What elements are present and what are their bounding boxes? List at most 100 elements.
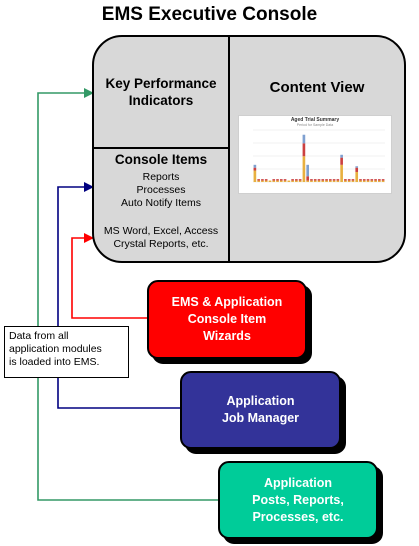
chart-bar xyxy=(261,179,264,181)
posts-line2: Posts, Reports, xyxy=(252,492,344,507)
chart-bar xyxy=(355,166,359,168)
chart-bar xyxy=(302,156,306,182)
chart-bar xyxy=(287,180,291,182)
console-divider-horizontal xyxy=(94,147,228,149)
chart-bar xyxy=(366,180,370,182)
chart-bar xyxy=(328,179,332,181)
chart-bar xyxy=(313,180,317,182)
red-arrowhead xyxy=(84,233,94,243)
chart-subtitle: Period for Sample Data xyxy=(296,123,334,127)
chart-bar xyxy=(257,179,260,181)
chart-bar xyxy=(332,180,336,182)
chart-bar xyxy=(253,170,257,182)
chart-bar xyxy=(362,180,366,182)
posts-line1: Application xyxy=(263,475,333,490)
navy-arrowhead xyxy=(84,182,94,192)
chart-bar xyxy=(378,180,381,182)
chart-bar xyxy=(310,180,313,182)
chart-bar xyxy=(291,180,294,182)
chart-bar xyxy=(359,179,362,181)
chart-bar xyxy=(283,180,287,182)
chart-bar xyxy=(378,179,381,181)
chart-bar xyxy=(268,180,272,182)
ems-console: Key Performance Indicators Console Items… xyxy=(92,35,406,263)
chart-bar xyxy=(374,179,377,181)
chart-bar xyxy=(310,179,313,181)
chart-bar xyxy=(325,179,328,181)
posts-line3: Processes, etc. xyxy=(252,509,344,524)
chart-bar xyxy=(374,180,377,182)
chart-bar xyxy=(291,179,294,181)
chart-bar xyxy=(295,180,298,182)
chart-bar xyxy=(362,179,366,181)
red-connector xyxy=(71,237,147,319)
chart-bar xyxy=(313,179,317,181)
wizards-line2: Console Item xyxy=(187,312,267,326)
chart-bar xyxy=(279,179,283,181)
kpi-label-line1: Key Performance xyxy=(105,76,217,91)
chart-bar xyxy=(264,179,268,181)
chart-bar xyxy=(381,180,385,182)
chart-bar xyxy=(283,179,287,181)
chart-bar xyxy=(272,179,276,181)
chart-bar xyxy=(295,179,298,181)
chart-bar xyxy=(253,164,257,168)
wizards-box: EMS & Application Console Item Wizards xyxy=(147,280,307,359)
chart-bar xyxy=(276,180,279,182)
chart-bar xyxy=(279,180,283,182)
console-item: Auto Notify Items xyxy=(121,197,201,209)
chart-bar xyxy=(336,179,340,181)
console-item: Reports xyxy=(142,171,180,183)
chart-bar xyxy=(344,179,347,181)
chart-bar xyxy=(272,180,276,182)
chart-bar xyxy=(302,134,306,144)
posts-reports-box: Application Posts, Reports, Processes, e… xyxy=(218,461,378,539)
chart-bar xyxy=(261,180,264,182)
chart-bar xyxy=(306,180,310,182)
chart-bar xyxy=(381,179,385,181)
data-source-note: Data from all application modules is loa… xyxy=(4,326,129,378)
navy-connector xyxy=(57,186,180,409)
chart-bar xyxy=(359,180,362,182)
chart-thumbnail: Aged Trial Summary Period for Sample Dat… xyxy=(238,115,392,194)
chart-bar xyxy=(321,180,325,182)
job-manager-line1: Application xyxy=(226,394,295,408)
chart-bar xyxy=(336,180,340,182)
office-formats-line2: Crystal Reports, etc. xyxy=(113,238,209,250)
chart-bar xyxy=(302,143,306,157)
job-manager-line2: Job Manager xyxy=(221,411,300,425)
chart-bar xyxy=(347,179,351,181)
kpi-panel: Key Performance Indicators xyxy=(94,75,228,109)
office-formats: MS Word, Excel, Access Crystal Reports, … xyxy=(94,225,228,251)
chart-bar xyxy=(298,180,302,182)
chart-bar xyxy=(317,179,321,181)
chart-bar xyxy=(351,179,355,181)
console-divider-vertical xyxy=(228,37,230,261)
chart-bar xyxy=(257,180,260,182)
chart-bar xyxy=(321,179,325,181)
chart-bar xyxy=(328,180,332,182)
console-item: Processes xyxy=(136,184,186,196)
thumbnail-chart xyxy=(253,129,385,183)
chart-bar xyxy=(253,167,257,171)
chart-bar xyxy=(355,167,359,172)
chart-title: Aged Trial Summary xyxy=(290,117,340,123)
chart-bar xyxy=(340,164,343,182)
chart-bar xyxy=(306,164,310,177)
chart-bar xyxy=(276,179,279,181)
job-manager-box: Application Job Manager xyxy=(180,371,341,449)
chart-bar xyxy=(351,180,355,182)
chart-bar xyxy=(317,180,321,182)
page-title: EMS Executive Console xyxy=(101,4,318,25)
chart-bar xyxy=(332,179,336,181)
chart-bar xyxy=(355,171,359,182)
note-line3: is loaded into EMS. xyxy=(9,356,100,368)
chart-bar xyxy=(366,179,370,181)
chart-bar xyxy=(306,176,310,181)
chart-bar xyxy=(347,180,351,182)
chart-bar xyxy=(370,179,374,181)
green-arrowhead xyxy=(84,88,94,98)
chart-bar xyxy=(344,180,347,182)
wizards-line3: Wizards xyxy=(203,329,251,343)
